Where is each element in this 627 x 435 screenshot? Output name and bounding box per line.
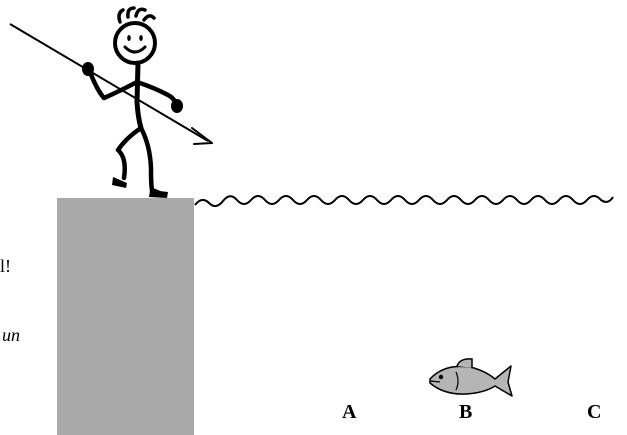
left-leg [115,125,144,181]
left-eye [127,35,131,41]
water-surface [194,195,614,207]
label-a: A [342,401,357,423]
cutoff-text-line2: un [2,325,20,345]
right-leg [138,125,167,198]
spear-icon [9,23,209,142]
label-c: C [587,401,602,423]
right-foot [149,190,168,198]
pier-block [57,198,194,435]
fish-mouth [429,380,441,383]
left-arm [87,69,140,101]
right-hand [171,99,183,113]
right-eye [139,35,143,41]
head [113,21,157,65]
fish-eye [438,374,444,380]
fish-body [429,365,513,397]
left-foot [112,177,127,188]
fish-icon [429,358,513,397]
stick-figure-icon [87,6,179,198]
torso [134,60,144,131]
label-b: B [459,401,473,423]
fish-fin [456,358,473,368]
cutoff-text-line1: l! [0,256,11,276]
smile [123,45,147,54]
hair [117,6,156,24]
spear-tip [191,127,213,145]
right-arm [134,79,179,107]
fish-gill [455,371,459,391]
